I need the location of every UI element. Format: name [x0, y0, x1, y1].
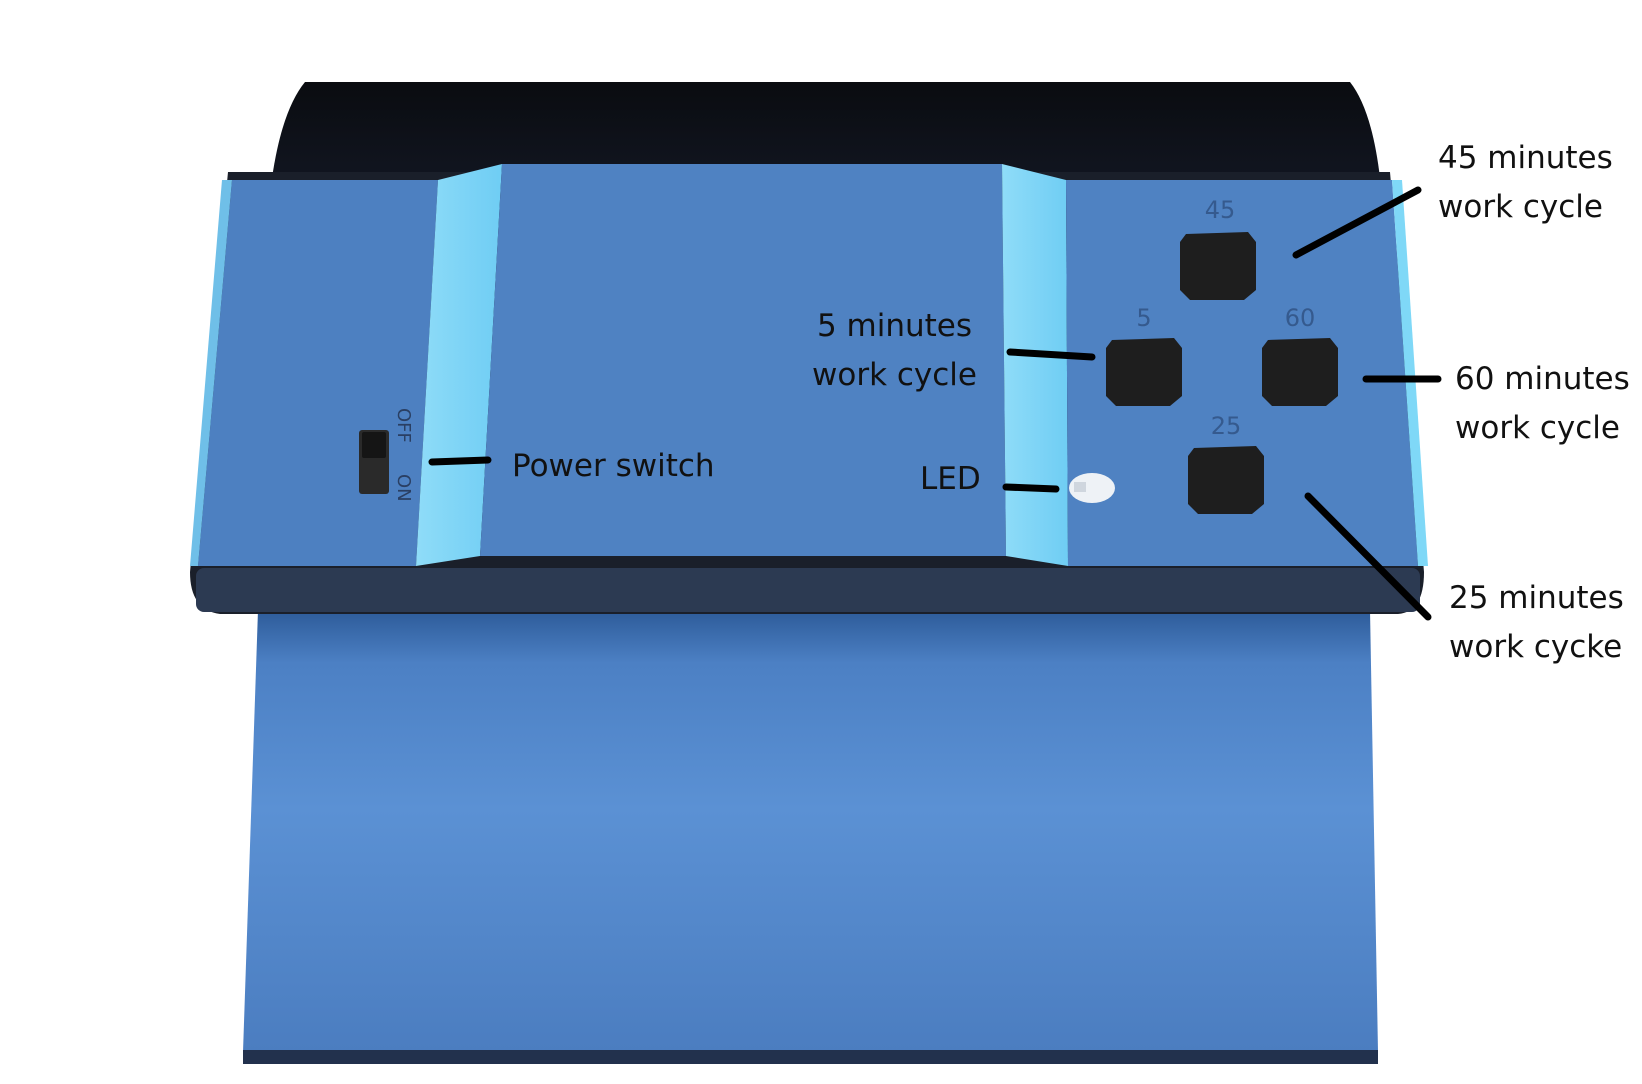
- button-25[interactable]: 25: [1188, 412, 1264, 514]
- leader-line-5: [1006, 348, 1096, 361]
- button-45[interactable]: 45: [1180, 196, 1256, 300]
- switch-toggle: [362, 432, 386, 458]
- button-45-engraving: 45: [1205, 196, 1236, 224]
- panel-front-face: [196, 568, 1420, 612]
- callout-60-line2: work cycle: [1455, 410, 1620, 446]
- button-60[interactable]: 60: [1262, 304, 1338, 406]
- panel-right-edge-highlight: [1392, 180, 1428, 566]
- callout-45-line1: 45 minutes: [1438, 140, 1613, 176]
- square-button-icon: [1180, 232, 1256, 300]
- square-button-icon: [1188, 446, 1264, 514]
- panel-middle-section: [480, 164, 1006, 556]
- panel-left-section: [198, 180, 438, 566]
- button-60-engraving: 60: [1285, 304, 1316, 332]
- leader-line-45: [1292, 186, 1422, 259]
- callout-led: LED: [920, 455, 981, 504]
- button-25-engraving: 25: [1211, 412, 1242, 440]
- power-switch[interactable]: OFF ON: [359, 408, 414, 502]
- panel-right-section: [1066, 180, 1418, 566]
- square-button-icon: [1262, 338, 1338, 406]
- leader-line-power: [428, 456, 492, 466]
- switch-off-label: OFF: [393, 408, 414, 443]
- button-5-engraving: 5: [1136, 304, 1151, 332]
- callout-60-minutes: 60 minutes work cycle: [1455, 355, 1630, 453]
- callout-5-minutes: 5 minutes work cycle: [812, 302, 977, 400]
- callout-led-text: LED: [920, 461, 981, 497]
- right-cyan-strip: [1002, 164, 1068, 566]
- stand-bottom-edge: [243, 1050, 1378, 1064]
- square-button-icon: [1106, 338, 1182, 406]
- callout-25-minutes: 25 minutes work cycke: [1449, 574, 1624, 672]
- led-indicator: [1069, 473, 1115, 503]
- leader-line-led: [1002, 483, 1060, 493]
- leader-line-25: [1304, 492, 1432, 621]
- callout-25-line1: 25 minutes: [1449, 580, 1624, 616]
- callout-25-line2: work cycke: [1449, 629, 1623, 665]
- back-shell: [272, 82, 1380, 178]
- callout-60-line1: 60 minutes: [1455, 361, 1630, 397]
- callout-45-line2: work cycle: [1438, 189, 1603, 225]
- callout-5-line1: 5 minutes: [816, 308, 973, 344]
- callout-power-text: Power switch: [512, 448, 715, 484]
- left-cyan-strip: [416, 164, 502, 566]
- switch-on-label: ON: [393, 474, 414, 502]
- callout-power-switch: Power switch: [512, 442, 715, 491]
- callout-45-minutes: 45 minutes work cycle: [1438, 134, 1613, 232]
- button-5[interactable]: 5: [1106, 304, 1182, 406]
- callout-5-line2: work cycle: [812, 357, 977, 393]
- panel-left-edge-highlight: [190, 180, 232, 566]
- stand-body: [243, 610, 1378, 1052]
